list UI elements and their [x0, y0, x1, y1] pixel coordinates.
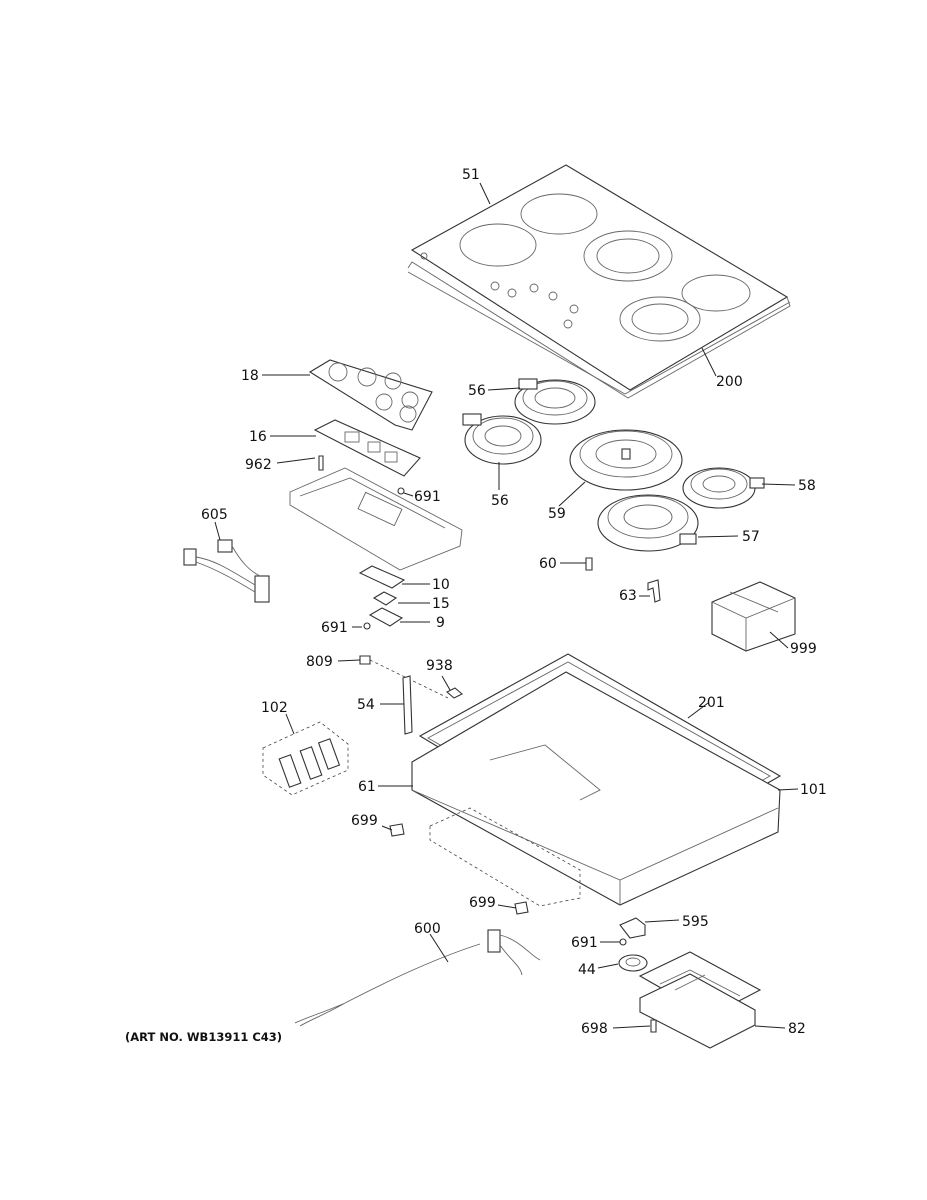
callout-699: 699	[351, 813, 378, 829]
callout-44: 44	[578, 962, 596, 978]
callout-101: 101	[800, 782, 827, 798]
callout-61: 61	[358, 779, 376, 795]
callout-58: 58	[798, 478, 816, 494]
callout-600: 600	[414, 921, 441, 937]
thermal-limiter-part-60[interactable]	[585, 557, 593, 571]
callout-962: 962	[245, 457, 272, 473]
screw-part-691b[interactable]	[363, 622, 371, 630]
clamp-part-595[interactable]	[619, 917, 646, 939]
screw-part-699b[interactable]	[514, 901, 529, 915]
callout-82: 82	[788, 1021, 806, 1037]
standoff-part[interactable]	[318, 455, 324, 471]
control-tray-part	[289, 467, 463, 571]
radiant-element-59[interactable]	[569, 429, 683, 491]
callout-102: 102	[261, 700, 288, 716]
callout-15: 15	[432, 596, 450, 612]
cooktop-gasket-part[interactable]	[407, 271, 791, 395]
terminal-block-part-102[interactable]	[262, 721, 349, 796]
cooktop-chassis-part-61[interactable]	[411, 671, 781, 906]
callout-595: 595	[682, 914, 709, 930]
touch-control-board-part[interactable]	[308, 359, 433, 431]
radiant-element-56b[interactable]	[462, 413, 542, 465]
callout-699: 699	[469, 895, 496, 911]
callout-63: 63	[619, 588, 637, 604]
switch-part-15[interactable]	[372, 591, 398, 606]
callout-59: 59	[548, 506, 566, 522]
callout-56: 56	[491, 493, 509, 509]
main-control-board-part[interactable]	[313, 419, 421, 477]
callout-200: 200	[716, 374, 743, 390]
callout-938: 938	[426, 658, 453, 674]
screw-part-699a[interactable]	[389, 823, 405, 837]
parts-box-999[interactable]	[711, 581, 796, 652]
callout-691: 691	[571, 935, 598, 951]
callout-201: 201	[698, 695, 725, 711]
callout-60: 60	[539, 556, 557, 572]
grommet-part-44[interactable]	[618, 954, 648, 972]
callout-691: 691	[321, 620, 348, 636]
callout-809: 809	[306, 654, 333, 670]
screw-part-691c[interactable]	[619, 938, 627, 946]
power-board-part-82[interactable]	[638, 951, 762, 1049]
screw-part-809[interactable]	[359, 655, 371, 665]
radiant-element-57[interactable]	[597, 494, 699, 552]
wire-harness-part[interactable]	[183, 539, 270, 603]
glass-cooktop-part[interactable]	[407, 164, 791, 399]
clip-part-938[interactable]	[446, 687, 463, 699]
art-number-label: (ART NO. WB13911 C43)	[125, 1030, 282, 1044]
radiant-element-56a[interactable]	[514, 378, 596, 425]
bracket-part-10[interactable]	[358, 565, 406, 589]
callout-10: 10	[432, 577, 450, 593]
callout-54: 54	[357, 697, 375, 713]
callout-16: 16	[249, 429, 267, 445]
callout-18: 18	[241, 368, 259, 384]
callout-labels: 51 200 18 16 962 691 605 10 15 691 9 56 …	[201, 167, 827, 1037]
radiant-element-58[interactable]	[682, 467, 765, 509]
power-cord-part-600[interactable]	[294, 929, 541, 1027]
connector-part-9[interactable]	[368, 607, 404, 627]
callout-999: 999	[790, 641, 817, 657]
screw-part-691a[interactable]	[397, 487, 405, 495]
bottom-plate-outline	[429, 807, 581, 907]
callout-698: 698	[581, 1021, 608, 1037]
mounting-bracket-part-54[interactable]	[402, 675, 413, 735]
callout-56: 56	[468, 383, 486, 399]
leader-lines	[214, 182, 799, 1029]
callout-9: 9	[436, 615, 445, 631]
clip-part-63[interactable]	[647, 579, 661, 603]
callout-51: 51	[462, 167, 480, 183]
callout-605: 605	[201, 507, 228, 523]
screw-part-698[interactable]	[650, 1019, 657, 1033]
callout-691: 691	[414, 489, 441, 505]
callout-57: 57	[742, 529, 760, 545]
